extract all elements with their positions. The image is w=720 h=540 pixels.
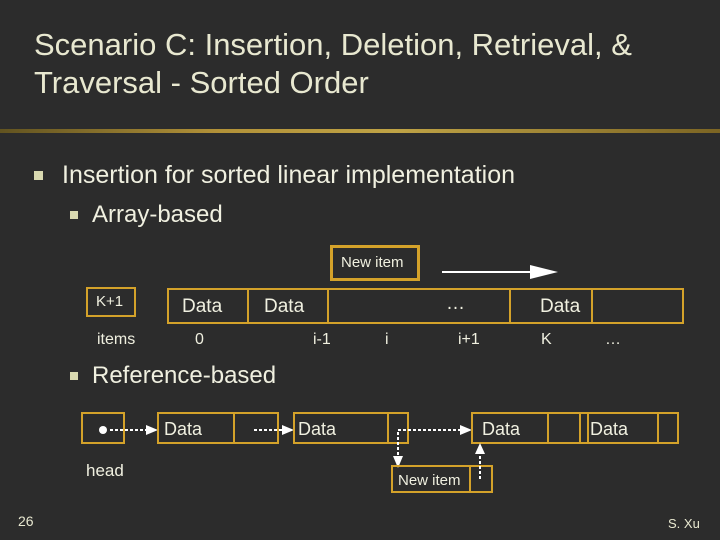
count-value: K+1 [96,293,124,310]
array-index: i-1 [313,331,331,348]
head-pointer-dot [99,426,107,434]
list-node-data: Data [590,419,629,439]
node-link-arrow [460,425,472,435]
list-node-data: Data [482,419,521,439]
bullet-array-based: Array-based [92,201,223,228]
array-cell: Data [182,296,223,317]
sub-bullet-marker [70,372,78,380]
array-index: K [541,331,552,348]
node-link-arrow [282,425,294,435]
head-box [81,412,125,444]
count-box [86,287,136,317]
array-index: 0 [195,331,204,348]
list-node-data: Data [164,419,203,439]
new-item-box [330,245,420,281]
new-item-next-arrow [475,443,485,454]
array-cell: Data [264,296,305,317]
new-item-node-label: New item [398,472,461,489]
array-index-ellipsis: … [605,331,621,348]
bullet-reference-based: Reference-based [92,362,277,389]
title-divider [0,129,720,133]
shift-arrow-head [530,265,558,279]
array-outline [167,288,684,324]
head-link-arrow [146,425,158,435]
list-node [579,412,679,444]
head-label: head [86,461,124,480]
new-item-link-arrow [393,456,403,468]
list-node-data: Data [298,419,337,439]
array-cell: Data [540,296,581,317]
list-node [293,412,409,444]
array-cell-ellipsis: … [446,293,465,314]
list-node [471,412,589,444]
new-item-node [391,465,493,493]
bullet-marker [34,171,43,180]
array-index: i [385,331,389,348]
slide-title: Scenario C: Insertion, Deletion, Retriev… [34,27,632,100]
bullet-main: Insertion for sorted linear implementati… [62,161,516,189]
slide-number: 26 [18,513,34,529]
array-index: i+1 [458,331,480,348]
new-item-label: New item [341,254,404,271]
count-label: items [97,331,136,348]
slide-credit: S. Xu [668,516,700,531]
list-node [157,412,279,444]
sub-bullet-marker [70,211,78,219]
